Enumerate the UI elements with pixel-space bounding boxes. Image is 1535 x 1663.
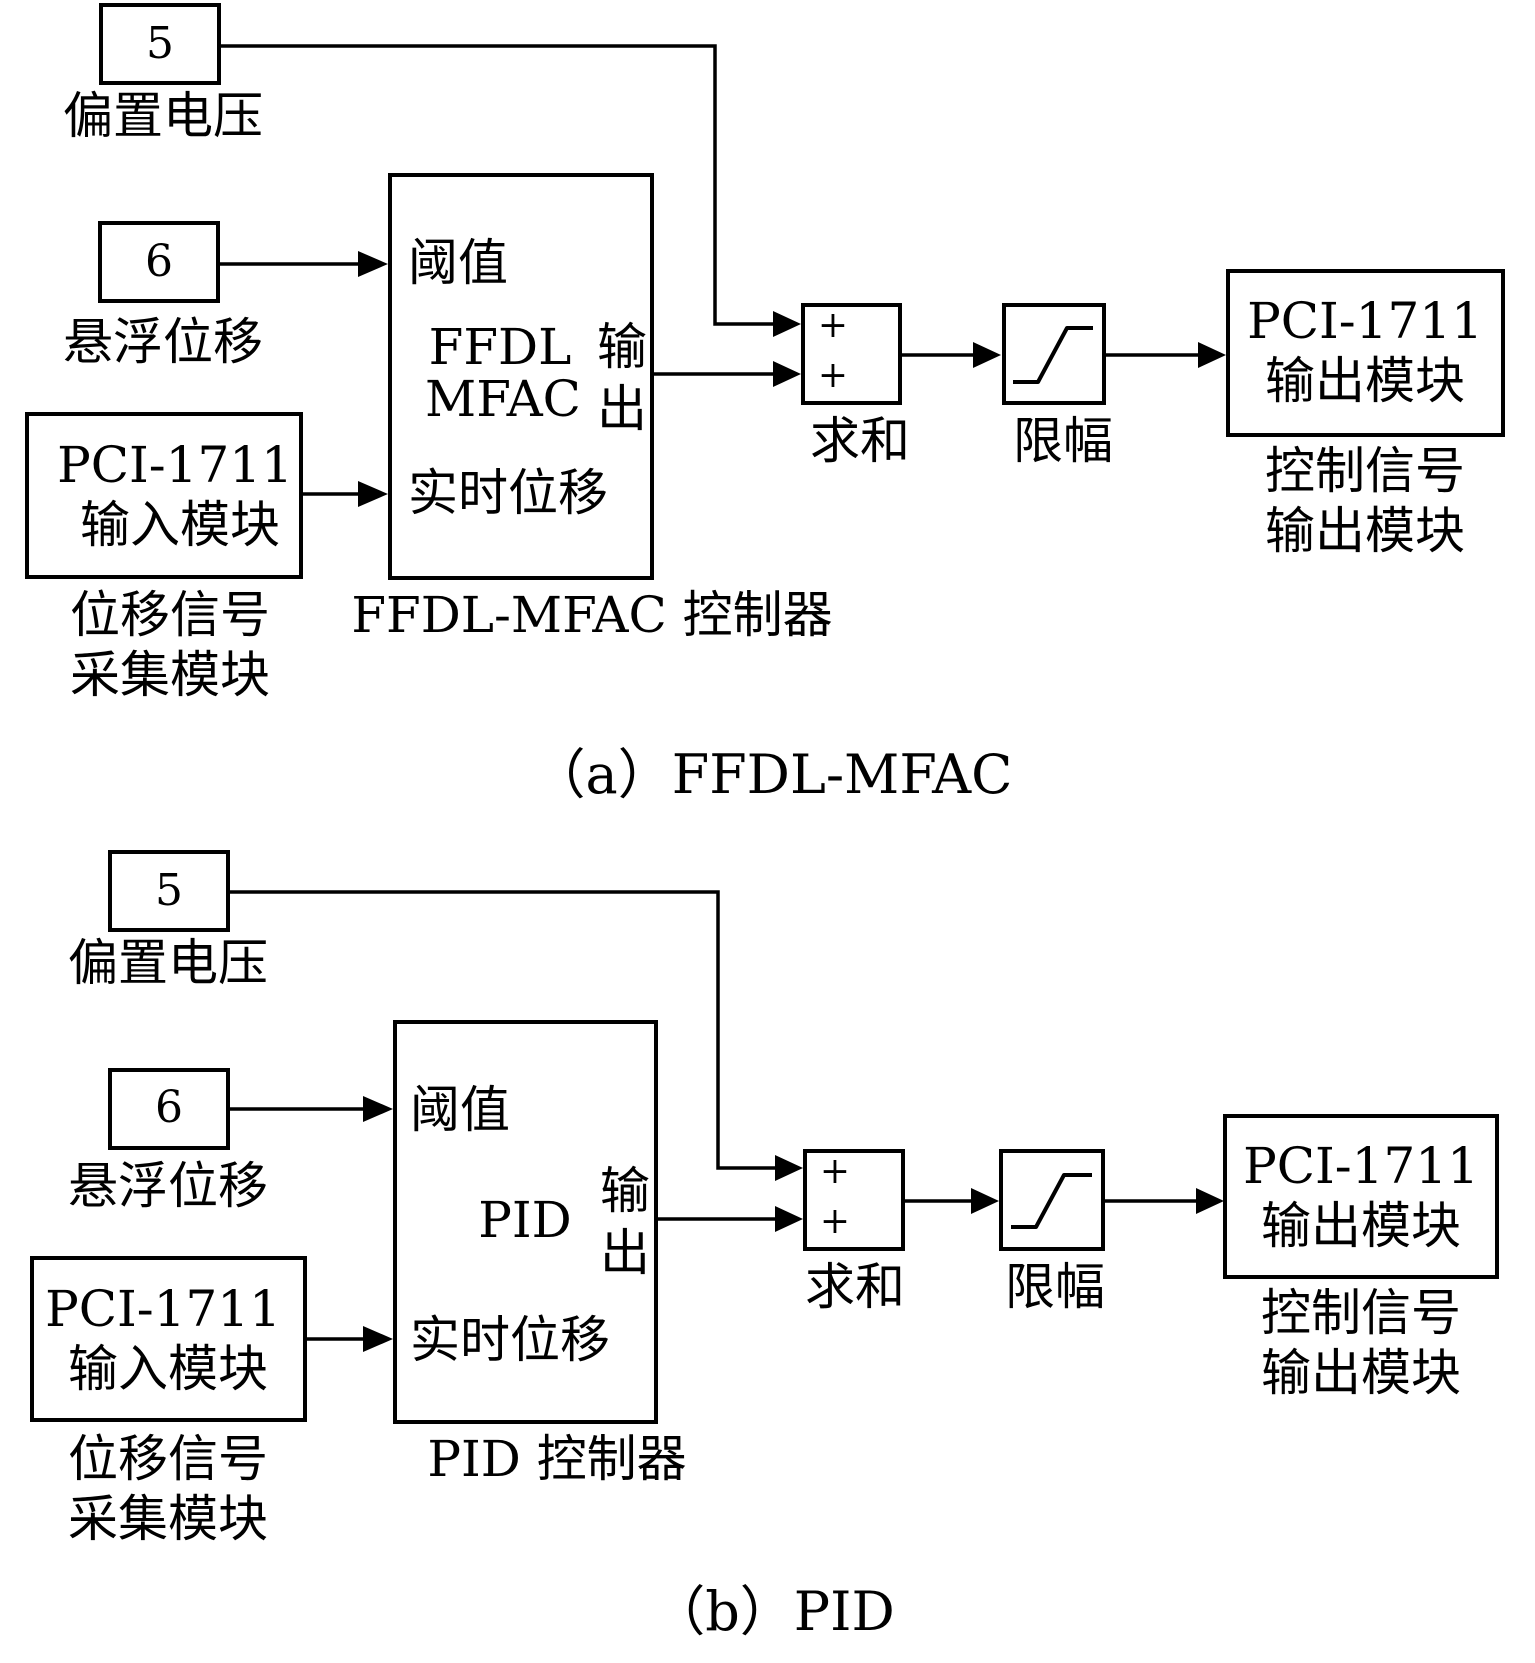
bias-voltage-block	[99, 3, 221, 85]
controller-label: PID 控制器	[427, 1430, 686, 1488]
input-module-line1: PCI-1711	[57, 436, 293, 494]
controller-port-realtime: 实时位移	[410, 1311, 610, 1369]
input-module-label1: 位移信号	[70, 586, 270, 644]
controller-name-line1: FFDL	[429, 318, 572, 376]
bias-voltage-value: 5	[146, 18, 174, 69]
limiter-label: 限幅	[1013, 412, 1113, 470]
output-module-line2: 输出模块	[1265, 352, 1465, 410]
limiter-label: 限幅	[1005, 1258, 1105, 1316]
suspension-displacement-label: 悬浮位移	[68, 1157, 268, 1215]
sum-label: 求和	[810, 412, 910, 470]
bias-voltage-block	[108, 850, 230, 932]
suspension-displacement-value: 6	[155, 1082, 183, 1133]
output-module-block	[1223, 1114, 1499, 1279]
controller-block	[393, 1020, 658, 1424]
sum-sign-1: +	[818, 305, 848, 346]
arrow-head	[363, 1096, 393, 1122]
sum-label: 求和	[805, 1258, 905, 1316]
arrow-head	[971, 1188, 999, 1214]
output-module-label2: 输出模块	[1261, 1344, 1461, 1402]
bias-voltage-label: 偏置电压	[63, 87, 263, 145]
input-module-line1: PCI-1711	[45, 1280, 281, 1338]
arrow-head	[358, 251, 388, 277]
output-module-line1: PCI-1711	[1243, 1137, 1479, 1195]
arrow-head	[358, 481, 388, 507]
input-module-line2: 输入模块	[68, 1340, 268, 1398]
arrow-head	[1196, 1188, 1224, 1214]
output-module-label1: 控制信号	[1265, 442, 1465, 500]
arrow-head	[1198, 342, 1226, 368]
controller-block	[388, 173, 654, 580]
suspension-displacement-block	[98, 221, 220, 303]
output-module-block	[1226, 269, 1505, 437]
saturation-icon	[1013, 326, 1093, 384]
suspension-displacement-block	[108, 1068, 230, 1150]
sum-sign-2: +	[820, 1201, 850, 1242]
output-module-label1: 控制信号	[1261, 1284, 1461, 1342]
panel-a: 5 偏置电压 6 悬浮位移 PCI-1711 输入模块 位移信号 采集模块 阈值…	[25, 3, 1505, 806]
controller-port-threshold: 阈值	[410, 1081, 510, 1139]
controller-port-realtime: 实时位移	[408, 464, 608, 522]
sum-block	[803, 1149, 905, 1251]
controller-port-output2: 出	[597, 380, 647, 438]
bias-voltage-value: 5	[155, 865, 183, 916]
input-module-label2: 采集模块	[70, 646, 270, 704]
input-module-block	[30, 1256, 307, 1422]
controller-port-output1: 输	[600, 1162, 650, 1220]
arrow-head	[773, 311, 801, 337]
output-module-line1: PCI-1711	[1247, 292, 1483, 350]
wire-bias-to-sum	[220, 44, 775, 326]
arrow-head	[363, 1326, 393, 1352]
sum-sign-2: +	[818, 355, 848, 396]
arrow-head	[973, 342, 1001, 368]
saturation-icon	[1011, 1173, 1092, 1229]
input-module-line2: 输入模块	[80, 496, 280, 554]
sum-sign-1: +	[820, 1151, 850, 1192]
wire-bias-to-sum	[228, 890, 777, 1170]
arrow-head	[775, 1155, 803, 1181]
controller-name-line2: MFAC	[425, 370, 581, 428]
input-module-label2: 采集模块	[68, 1490, 268, 1548]
sum-block	[801, 303, 902, 405]
suspension-displacement-value: 6	[145, 236, 173, 287]
input-module-block	[25, 412, 303, 579]
controller-label: FFDL-MFAC 控制器	[351, 586, 832, 644]
output-module-label2: 输出模块	[1265, 502, 1465, 560]
arrow-head	[775, 1206, 803, 1232]
controller-port-output1: 输	[597, 318, 647, 376]
suspension-displacement-label: 悬浮位移	[63, 313, 263, 371]
controller-port-threshold: 阈值	[408, 234, 508, 292]
caption-b: （b）PID	[651, 1580, 895, 1643]
panel-b: 5 偏置电压 6 悬浮位移 PCI-1711 输入模块 位移信号 采集模块 阈值…	[30, 850, 1499, 1643]
controller-port-output2: 出	[600, 1224, 650, 1282]
controller-name-line1: PID	[478, 1191, 571, 1249]
output-module-line2: 输出模块	[1261, 1197, 1461, 1255]
arrow-head	[773, 361, 801, 387]
bias-voltage-label: 偏置电压	[68, 934, 268, 992]
input-module-label1: 位移信号	[68, 1430, 268, 1488]
caption-a: （a）FFDL-MFAC	[532, 743, 1013, 806]
